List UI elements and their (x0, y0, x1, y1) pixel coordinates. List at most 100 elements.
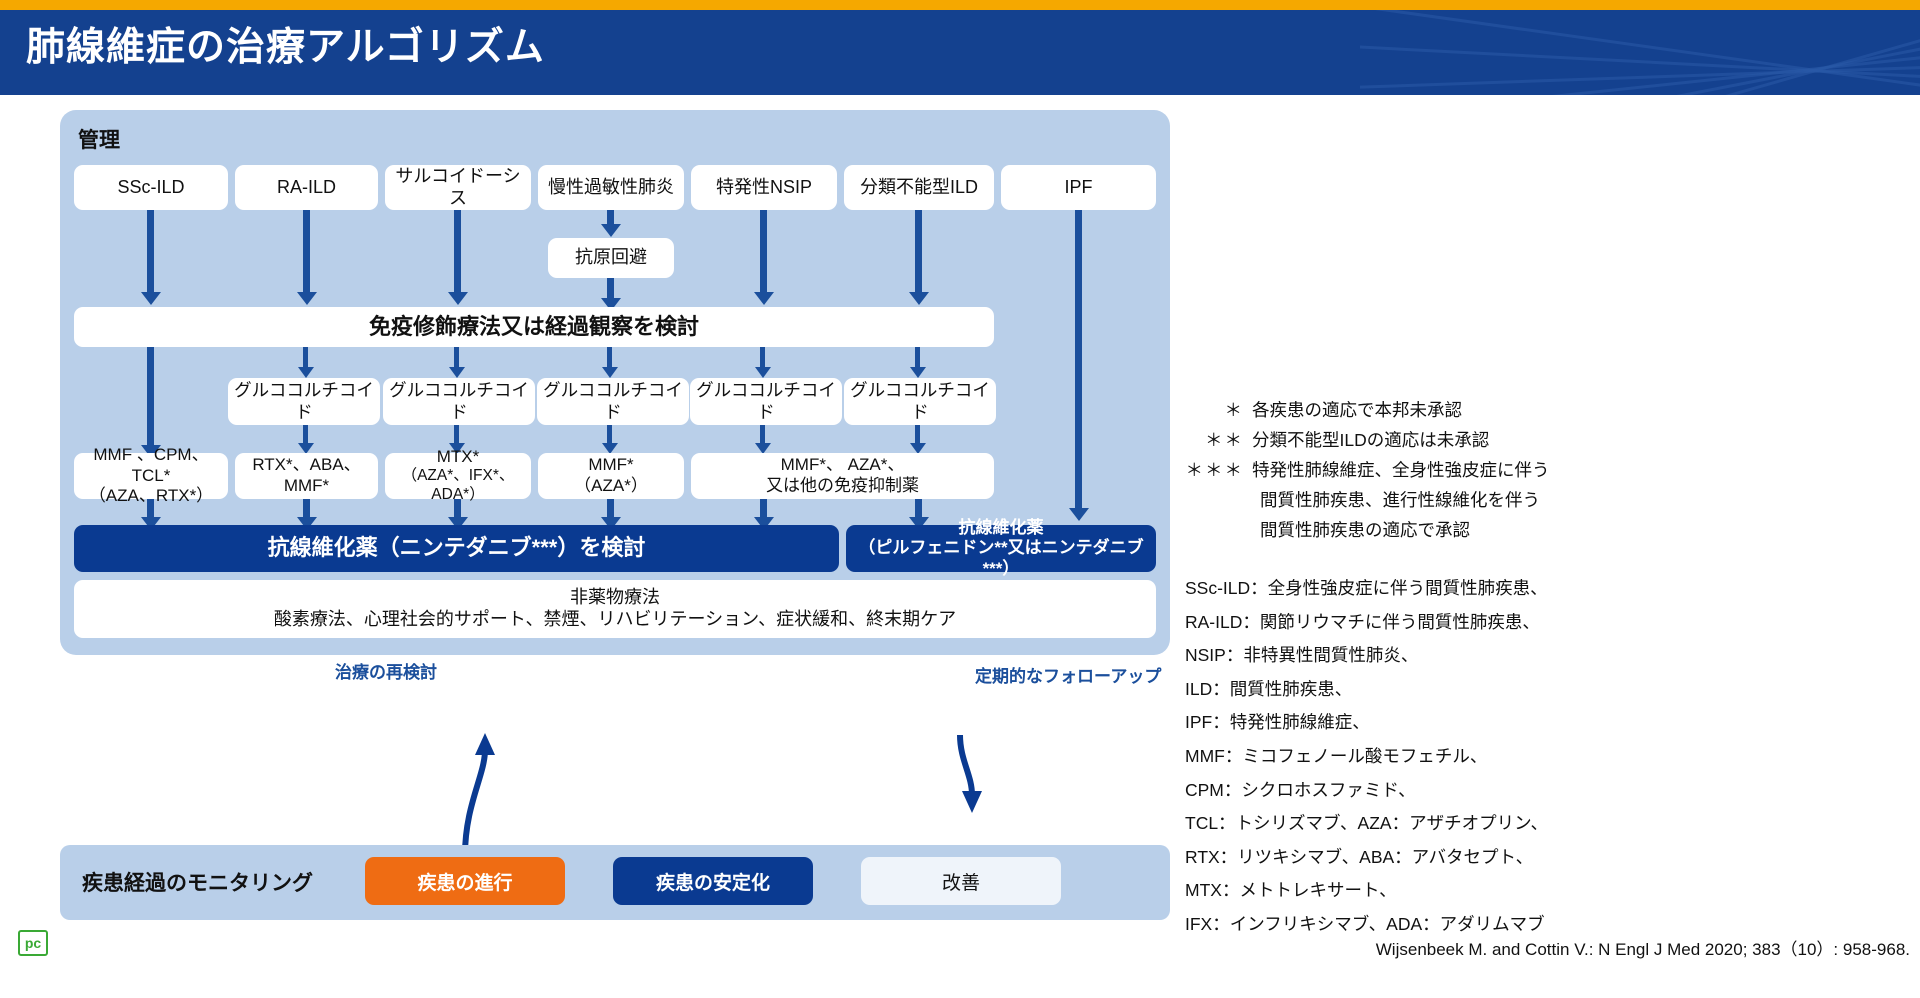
arrowhead-immunomod-to-gc-1 (298, 367, 314, 378)
arrow-immunomod-to-gc-5 (915, 347, 920, 369)
arrow-gc5-to-med5b (915, 425, 920, 445)
arrow-immunomod-to-gc-4 (760, 347, 765, 369)
medication-line-2: 又は他の免疫抑制薬 (766, 476, 919, 495)
arrowhead-immunomod-to-gc-5 (910, 367, 926, 378)
arrow-ipf-to-antifibrotic (1075, 210, 1082, 510)
disease-box-sarcoidosis[interactable]: サルコイドーシス (385, 165, 531, 210)
followup-label: 定期的なフォローアップ (975, 667, 1162, 686)
abbreviation-line: TCL：トシリズマブ、AZA：アザチオプリン、 (1185, 813, 1549, 834)
abbreviation-line: RTX：リツキシマブ、ABA：アバタセプト、 (1185, 846, 1534, 867)
arrow-med3-to-antifibrotic (454, 499, 461, 519)
arrow-chronic-hp-to-antigen (607, 210, 614, 226)
arrowhead-immunomod-to-gc-3 (602, 367, 618, 378)
reassess-arrowhead (475, 733, 495, 755)
medication-box-ssc[interactable]: MMF 、CPM、TCL* （AZA、RTX*） (74, 445, 228, 505)
monitoring-state-stable[interactable]: 疾患の安定化 (613, 857, 813, 905)
arrow-med5-to-antifibrotic-left (760, 499, 767, 519)
arrowhead-ssc-to-immunomod (141, 292, 161, 305)
disease-box-ssc-ild[interactable]: SSc-ILD (74, 165, 228, 210)
abbreviation-line: MTX：メトトレキサート、 (1185, 880, 1397, 901)
reassess-curve (462, 749, 488, 856)
footnote-text: 特発性肺線維症、全身性強皮症に伴う (1252, 460, 1550, 481)
immunomodulation-box[interactable]: 免疫修飾療法又は経過観察を検討 (74, 307, 994, 347)
management-panel: 管理 SSc-ILD RA-ILD サルコイドーシス 慢性過敏性肺炎 特発性NS… (60, 110, 1170, 655)
medication-box-sarcoidosis[interactable]: MTX* （AZA*、IFX*、ADA*） (385, 447, 531, 503)
arrowhead-gc5-to-med5b (910, 443, 926, 454)
glucocorticoid-box-4[interactable]: グルココルチコイド (690, 378, 842, 425)
medication-line-1: RTX*、ABA、 (252, 455, 361, 475)
arrow-med4-to-antifibrotic (607, 499, 614, 519)
arrow-med1-to-antifibrotic (147, 499, 154, 519)
monitoring-state-progression[interactable]: 疾患の進行 (365, 857, 565, 905)
footnote-star: ＊＊＊ (1185, 460, 1244, 481)
antifibrotic-left-bar[interactable]: 抗線維化薬（ニンテダニブ***）を検討 (74, 525, 839, 572)
footnote-item: ＊＊＊ 特発性肺線維症、全身性強皮症に伴う (1180, 455, 1910, 485)
antifibrotic-right-line-1: 抗線維化薬 (958, 517, 1044, 537)
nonpharmacological-box[interactable]: 非薬物療法 酸素療法、心理社会的サポート、禁煙、リハビリテーション、症状緩和、終… (74, 580, 1156, 638)
footnote-text: 分類不能型ILDの適応は未承認 (1252, 430, 1490, 451)
arrowhead-immunomod-to-gc-4 (755, 367, 771, 378)
arrowhead-sarcoid-to-immunomod (448, 292, 468, 305)
arrow-immunomod-to-gc-1 (303, 347, 308, 369)
footnotes-legend: ＊ 各疾患の適応で本邦未承認 ＊＊ 分類不能型ILDの適応は未承認 ＊＊＊ 特発… (1180, 395, 1910, 545)
arrow-ra-to-immunomod (303, 210, 310, 294)
abbreviation-line: RA-ILD：関節リウマチに伴う間質性肺疾患、 (1185, 611, 1540, 632)
medication-box-ra[interactable]: RTX*、ABA、 MMF* (235, 453, 378, 499)
arrow-gc1-to-med2 (303, 425, 308, 445)
arrowhead-chronic-hp-to-antigen (601, 224, 621, 237)
abbreviation-line: IFX：インフリキシマブ、ADA：アダリムマブ (1185, 913, 1545, 934)
arrow-ssc-to-immunomod (147, 210, 154, 294)
arrowhead-gc2-to-med3 (449, 443, 465, 454)
followup-arrowhead (962, 791, 982, 813)
management-label: 管理 (78, 129, 120, 152)
abbreviation-line: IPF：特発性肺線維症、 (1185, 712, 1370, 733)
arrowhead-gc3-to-med4 (602, 443, 618, 454)
medication-box-chronic-hp[interactable]: MMF* （AZA*） (538, 453, 684, 499)
medication-line-2: （AZA、RTX*） (88, 486, 214, 506)
footnote-continuation: 間質性肺疾患、進行性線維化を伴う (1260, 490, 1540, 511)
abbreviation-line: CPM：シクロホスファミド、 (1185, 779, 1416, 800)
arrow-gc3-to-med4 (607, 425, 612, 445)
glucocorticoid-box-3[interactable]: グルココルチコイド (537, 378, 689, 425)
arrow-immunomod-to-med-1 (147, 347, 154, 447)
page-title: 肺線維症の治療アルゴリズム (26, 26, 545, 69)
arrowhead-ra-to-immunomod (297, 292, 317, 305)
medication-line-2: （AZA*、IFX*、ADA*） (401, 467, 515, 504)
disease-box-ra-ild[interactable]: RA-ILD (235, 165, 378, 210)
medication-line-1: MMF* (588, 455, 634, 475)
arrow-gc2-to-med3 (454, 425, 459, 445)
disease-box-idiopathic-nsip[interactable]: 特発性NSIP (691, 165, 837, 210)
glucocorticoid-box-2[interactable]: グルココルチコイド (383, 378, 535, 425)
disease-box-ipf[interactable]: IPF (1001, 165, 1156, 210)
arrow-sarcoid-to-immunomod (454, 210, 461, 294)
medication-box-nsip-unclassifiable[interactable]: MMF*、 AZA*、 又は他の免疫抑制薬 (691, 453, 994, 499)
abbreviation-line: NSIP：非特異性間質性肺炎、 (1185, 645, 1419, 666)
arrow-med2-to-antifibrotic (303, 499, 310, 519)
glucocorticoid-box-5[interactable]: グルココルチコイド (844, 378, 996, 425)
medication-line-1: MTX* (436, 446, 480, 466)
footnote-star: ＊＊ (1205, 430, 1244, 451)
monitoring-panel: 疾患経過のモニタリング 疾患の進行 疾患の安定化 改善 (60, 845, 1170, 920)
brand-logo: pc (18, 930, 48, 956)
arrowhead-gc1-to-med2 (298, 443, 314, 454)
monitoring-state-improved[interactable]: 改善 (861, 857, 1061, 905)
antifibrotic-right-bar[interactable]: 抗線維化薬 （ピルフェニドン**又はニンテダニブ***） (846, 518, 1156, 578)
antigen-avoidance-box[interactable]: 抗原回避 (548, 238, 674, 278)
glucocorticoid-box-1[interactable]: グルココルチコイド (228, 378, 380, 425)
footnote-text: 各疾患の適応で本邦未承認 (1252, 400, 1462, 420)
citation-text: Wijsenbeek M. and Cottin V.: N Engl J Me… (1375, 940, 1910, 959)
footnote-star: ＊ (1224, 400, 1244, 420)
arrowhead-immunomod-to-gc-2 (449, 367, 465, 378)
monitoring-label: 疾患経過のモニタリング (82, 872, 313, 895)
disease-box-unclassifiable-ild[interactable]: 分類不能型ILD (844, 165, 994, 210)
abbreviation-line: MMF：ミコフェノール酸モフェチル、 (1185, 745, 1488, 766)
nonpharm-line-2: 酸素療法、心理社会的サポート、禁煙、リハビリテーション、症状緩和、終末期ケア (273, 609, 957, 629)
abbreviations-legend: SSc-ILD：全身性強皮症に伴う間質性肺疾患、 RA-ILD：関節リウマチに伴… (1185, 572, 1920, 942)
arrowhead-nsip-to-immunomod (754, 292, 774, 305)
decorative-rays (1360, 10, 1920, 95)
arrow-unclassifiable-to-immunomod (915, 210, 922, 294)
followup-curve (957, 734, 975, 796)
footnote-item: ＊＊ 分類不能型ILDの適応は未承認 (1180, 425, 1910, 455)
disease-box-chronic-hp[interactable]: 慢性過敏性肺炎 (538, 165, 684, 210)
arrow-med5-to-antifibrotic-right (915, 499, 922, 519)
